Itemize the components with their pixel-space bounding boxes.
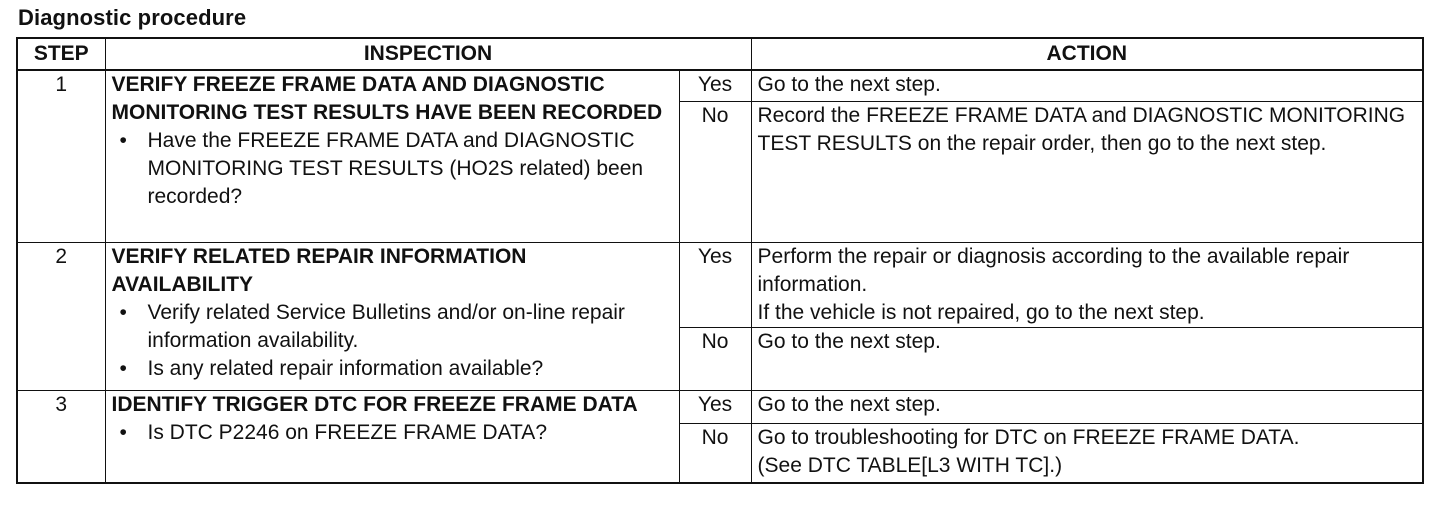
yes-action: Perform the repair or diagnosis accordin… [750,242,1424,328]
table-row: 3 IDENTIFY TRIGGER DTC FOR FREEZE FRAME … [16,390,1424,484]
inspection-cell: VERIFY RELATED REPAIR INFORMATION AVAILA… [104,242,680,391]
inspection-cell: VERIFY FREEZE FRAME DATA AND DIAGNOSTIC … [104,69,680,243]
list-item: • Have the FREEZE FRAME DATA and DIAGNOST… [112,127,673,211]
no-action: Record the FREEZE FRAME DATA and DIAGNOS… [750,101,1424,243]
no-action: Go to troubleshooting for DTC on FREEZE … [750,423,1424,484]
no-label: No [678,327,752,391]
table-row: No Go to troubleshooting for DTC on FREE… [17,423,1424,484]
yes-action: Go to the next step. [750,390,1424,424]
list-item: • Is any related repair information avail… [112,355,673,383]
bullet-icon: • [119,357,127,380]
action-column-header: ACTION [750,37,1424,71]
table-row: 1 VERIFY FREEZE FRAME DATA AND DIAGNOSTI… [16,69,1424,243]
action-text: If the vehicle is not repaired, go to th… [757,301,1205,324]
list-item: • Verify related Service Bulletins and/or… [112,299,673,355]
table-row: 2 VERIFY RELATED REPAIR INFORMATION AVAI… [16,242,1424,391]
inspection-title: IDENTIFY TRIGGER DTC FOR FREEZE FRAME DA… [111,393,638,416]
no-action: Go to the next step. [750,327,1424,391]
step-column-header: STEP [16,37,106,71]
step-number: 1 [16,69,106,243]
step-number: 3 [16,390,106,484]
action-text: Go to troubleshooting for DTC on FREEZE … [757,426,1300,449]
table-row: No Record the FREEZE FRAME DATA and DIAG… [17,101,1424,243]
inspection-bullets: • Have the FREEZE FRAME DATA and DIAGNOST… [112,127,673,211]
header-row: STEP INSPECTION ACTION [16,37,1424,71]
step-number: 2 [16,242,106,391]
list-item: • Is DTC P2246 on FREEZE FRAME DATA? [112,419,673,447]
yes-action: Go to the next step. [750,69,1424,102]
inspection-column-header: INSPECTION [104,37,752,71]
action-text: Perform the repair or diagnosis accordin… [757,245,1350,296]
bullet-text: Is DTC P2246 on FREEZE FRAME DATA? [147,421,548,444]
no-label: No [678,423,752,484]
bullet-icon: • [119,301,127,324]
inspection-cell: IDENTIFY TRIGGER DTC FOR FREEZE FRAME DA… [104,390,680,484]
inspection-bullets: • Is DTC P2246 on FREEZE FRAME DATA? [112,419,673,447]
page-title: Diagnostic procedure [18,5,247,30]
no-label: No [678,101,752,243]
action-text: Go to the next step. [757,393,941,416]
bullet-text: Have the FREEZE FRAME DATA and DIAGNOSTI… [147,129,644,208]
action-text: Go to the next step. [757,330,941,353]
yes-label: Yes [678,242,752,328]
inspection-title: VERIFY FREEZE FRAME DATA AND DIAGNOSTIC … [111,73,663,124]
bullet-text: Verify related Service Bulletins and/or … [147,301,625,352]
yes-label: Yes [678,69,752,102]
yes-label: Yes [678,390,752,424]
table-row: No Go to the next step. [17,327,1424,391]
inspection-title: VERIFY RELATED REPAIR INFORMATION AVAILA… [111,245,527,296]
bullet-icon: • [119,129,127,152]
action-text: Record the FREEZE FRAME DATA and DIAGNOS… [757,104,1406,155]
action-text: Go to the next step. [757,73,941,96]
action-text: (See DTC TABLE[L3 WITH TC].) [757,454,1063,477]
inspection-bullets: • Verify related Service Bulletins and/or… [112,299,673,383]
bullet-icon: • [119,421,127,444]
diagnostic-procedure-table: STEP INSPECTION ACTION 1 VERIFY FREEZE F… [16,37,1425,484]
bullet-text: Is any related repair information availa… [147,357,544,380]
